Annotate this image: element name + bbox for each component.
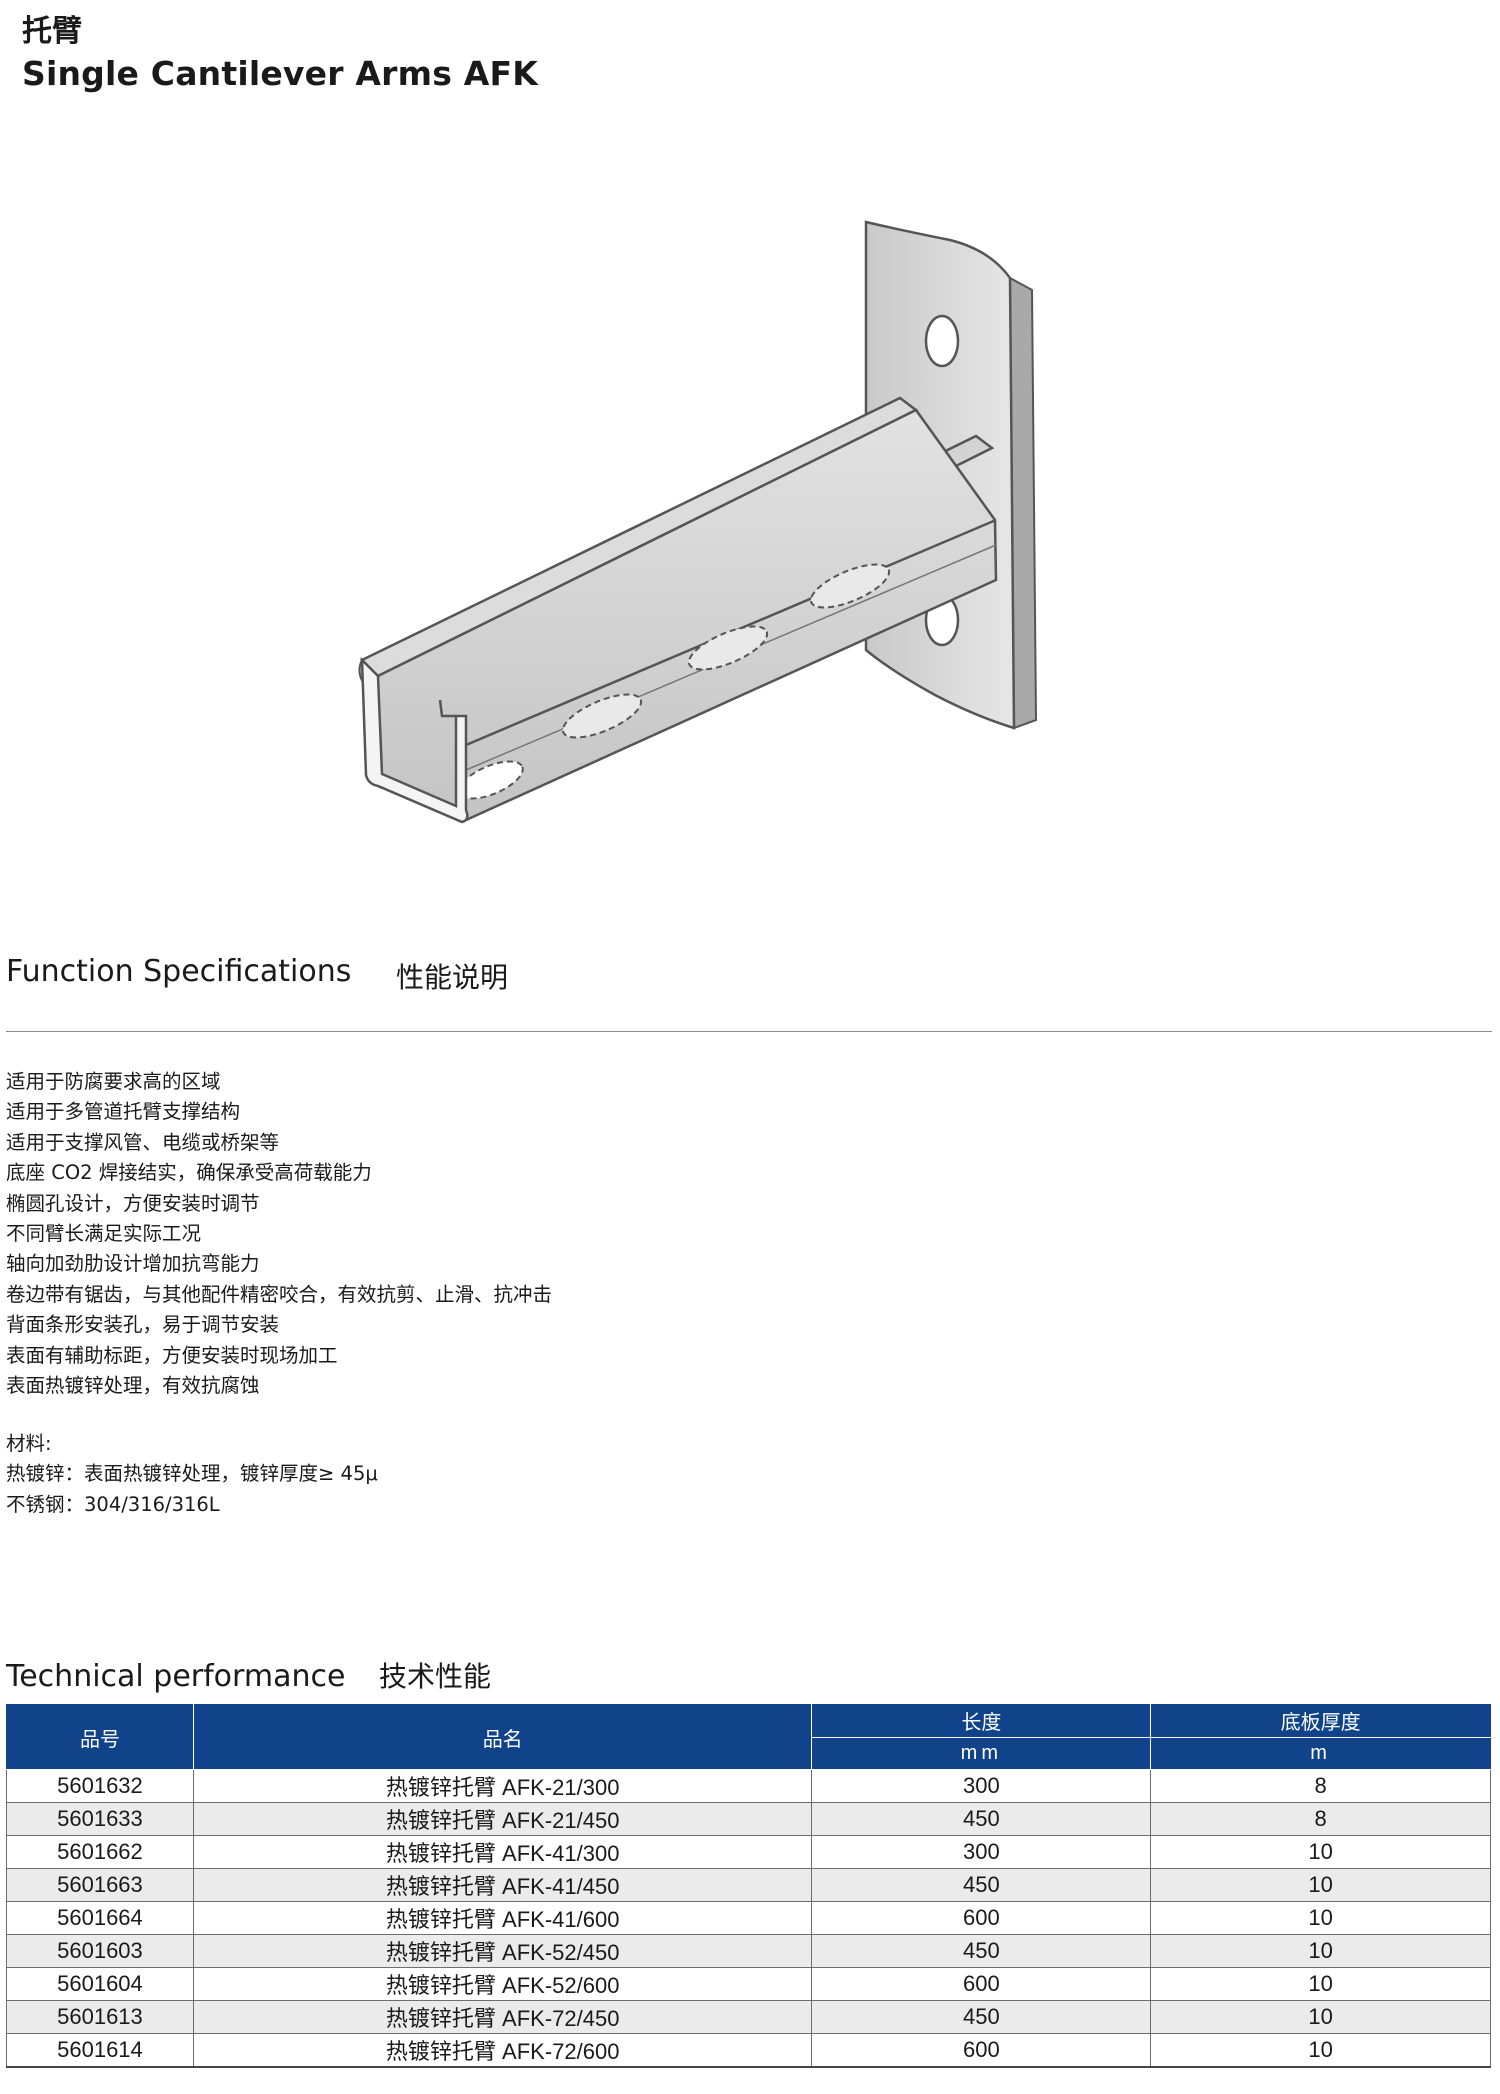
cell-code: 5601613: [6, 2000, 194, 2034]
cell-name: 热镀锌托臂 AFK-41/300: [192, 1835, 813, 1869]
cell-length: 600: [811, 2033, 1152, 2068]
materials-block: 材料: 热镀锌：表面热镀锌处理，镀锌厚度≥ 45μ 不锈钢：304/316/31…: [6, 1429, 378, 1520]
material-stainless: 不锈钢：304/316/316L: [6, 1492, 220, 1516]
table-row: 5601613 热镀锌托臂 AFK-72/450 450 10: [6, 2000, 1491, 2034]
function-specs-heading-cn: 性能说明: [396, 961, 509, 994]
cell-thickness: 10: [1150, 1967, 1491, 2001]
material-galvanized: 热镀锌：表面热镀锌处理，镀锌厚度≥ 45μ: [6, 1462, 378, 1486]
spec-line: 轴向加劲肋设计增加抗弯能力: [6, 1252, 260, 1276]
spec-line: 适用于多管道托臂支撑结构: [6, 1100, 241, 1124]
spec-line: 表面热镀锌处理，有效抗腐蚀: [6, 1374, 260, 1398]
spec-line: 卷边带有锯齿，与其他配件精密咬合，有效抗剪、止滑、抗冲击: [6, 1282, 553, 1306]
col-header-code: 品号: [6, 1704, 194, 1770]
cell-code: 5601603: [6, 1934, 194, 1968]
function-specs-heading-en: Function Specifications: [6, 954, 352, 989]
col-header-name: 品名: [192, 1704, 813, 1770]
function-specs-heading: Function Specifications 性能说明: [6, 954, 508, 994]
cell-thickness: 10: [1150, 1868, 1491, 1902]
cell-thickness: 10: [1150, 2000, 1491, 2034]
cell-name: 热镀锌托臂 AFK-52/450: [192, 1934, 813, 1968]
spec-line: 椭圆孔设计，方便安装时调节: [6, 1191, 260, 1215]
technical-heading-cn: 技术性能: [378, 1660, 491, 1693]
table-row: 5601604 热镀锌托臂 AFK-52/600 600 10: [6, 1967, 1491, 2001]
cell-code: 5601614: [6, 2033, 194, 2068]
cell-thickness: 10: [1150, 2033, 1491, 2068]
technical-heading: Technical performance 技术性能: [6, 1655, 491, 1695]
function-specs-list: 适用于防腐要求高的区域 适用于多管道托臂支撑结构 适用于支撑风管、电缆或桥架等 …: [6, 1067, 552, 1401]
spec-line: 表面有辅助标距，方便安装时现场加工: [6, 1343, 338, 1367]
cell-code: 5601604: [6, 1967, 194, 2001]
cell-length: 600: [811, 1967, 1152, 2001]
title-en: Single Cantilever Arms AFK: [22, 54, 538, 93]
cell-thickness: 10: [1150, 1901, 1491, 1935]
cantilever-arm-illustration: [358, 220, 1038, 824]
col-unit-thickness: m: [1150, 1736, 1491, 1770]
cell-name: 热镀锌托臂 AFK-72/600: [192, 2033, 813, 2068]
cell-thickness: 8: [1150, 1802, 1491, 1836]
spec-line: 适用于防腐要求高的区域: [6, 1070, 221, 1093]
table-row: 5601664 热镀锌托臂 AFK-41/600 600 10: [6, 1901, 1491, 1935]
spec-line: 背面条形安装孔，易于调节安装: [6, 1313, 280, 1337]
cell-length: 300: [811, 1769, 1152, 1803]
cell-name: 热镀锌托臂 AFK-41/450: [192, 1868, 813, 1902]
cell-code: 5601632: [6, 1769, 194, 1803]
spec-line: 底座 CO2 焊接结实，确保承受高荷载能力: [6, 1161, 372, 1185]
cell-code: 5601633: [6, 1802, 194, 1836]
cell-code: 5601663: [6, 1868, 194, 1902]
cell-length: 300: [811, 1835, 1152, 1869]
col-header-length: 长度: [811, 1704, 1152, 1738]
cell-length: 450: [811, 1868, 1152, 1902]
cell-name: 热镀锌托臂 AFK-21/300: [192, 1769, 813, 1803]
title-cn: 托臂: [22, 14, 82, 49]
spec-line: 适用于支撑风管、电缆或桥架等: [6, 1130, 280, 1154]
spec-line: 不同臂长满足实际工况: [6, 1222, 202, 1246]
cell-code: 5601664: [6, 1901, 194, 1935]
cell-length: 450: [811, 1934, 1152, 1968]
cell-name: 热镀锌托臂 AFK-41/600: [192, 1901, 813, 1935]
cell-thickness: 8: [1150, 1769, 1491, 1803]
table-row: 5601633 热镀锌托臂 AFK-21/450 450 8: [6, 1802, 1491, 1836]
cell-name: 热镀锌托臂 AFK-21/450: [192, 1802, 813, 1836]
cell-name: 热镀锌托臂 AFK-52/600: [192, 1967, 813, 2001]
technical-heading-en: Technical performance: [6, 1659, 346, 1694]
cell-length: 450: [811, 2000, 1152, 2034]
table-row: 5601614 热镀锌托臂 AFK-72/600 600 10: [6, 2033, 1491, 2068]
materials-label: 材料:: [6, 1432, 52, 1455]
table-row: 5601663 热镀锌托臂 AFK-41/450 450 10: [6, 1868, 1491, 1902]
section-divider: [6, 1031, 1492, 1032]
col-unit-length: mm: [811, 1736, 1152, 1770]
table-row: 5601632 热镀锌托臂 AFK-21/300 300 8: [6, 1769, 1491, 1803]
table-row: 5601662 热镀锌托臂 AFK-41/300 300 10: [6, 1835, 1491, 1869]
cell-length: 600: [811, 1901, 1152, 1935]
cell-thickness: 10: [1150, 1835, 1491, 1869]
table-row: 5601603 热镀锌托臂 AFK-52/450 450 10: [6, 1934, 1491, 1968]
col-header-thickness: 底板厚度: [1150, 1704, 1491, 1738]
cell-length: 450: [811, 1802, 1152, 1836]
cell-name: 热镀锌托臂 AFK-72/450: [192, 2000, 813, 2034]
cell-code: 5601662: [6, 1835, 194, 1869]
cell-thickness: 10: [1150, 1934, 1491, 1968]
technical-table: 品号 品名 长度 底板厚度 mm m 5601632 热镀锌托臂 AFK-21/…: [6, 1704, 1491, 2068]
